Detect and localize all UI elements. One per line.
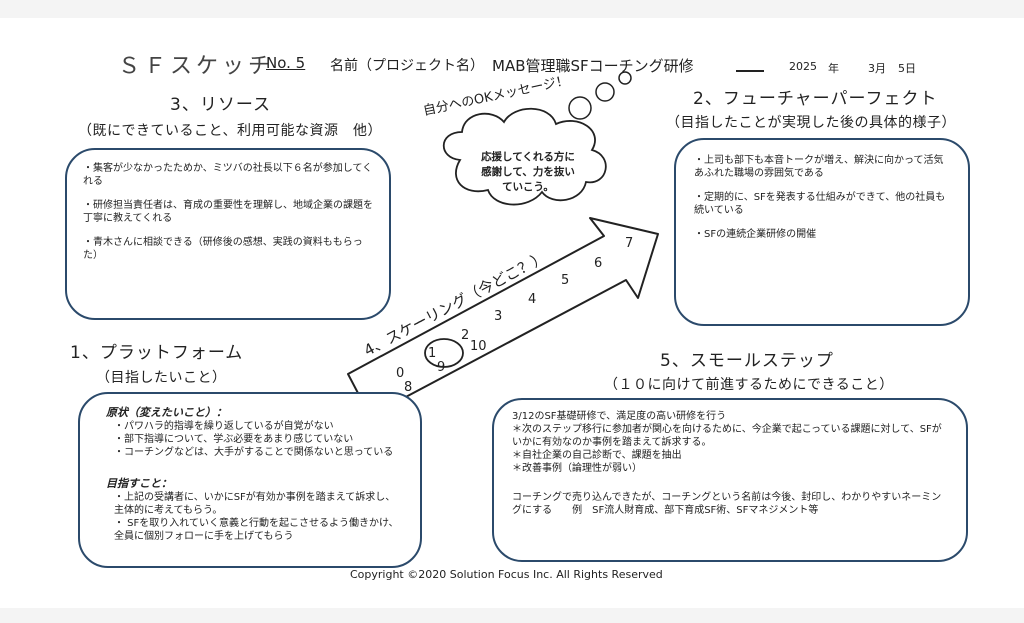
current-state-title: 原状（変えたいこと）： (106, 406, 227, 419)
resource-item: ・青木さんに相談できる（研修後の感想、実践の資料ももらった） (83, 237, 363, 261)
date-year-unit: 年 (828, 62, 839, 75)
future-heading: 2、フューチャーパーフェクト (693, 89, 938, 109)
resource-item: ・集客が少なかったためか、ミツバの社長以下６名が参加してくれる (83, 163, 373, 187)
platform-subheading: （目指したいこと） (96, 370, 227, 386)
scale-6: 6 (594, 256, 603, 271)
current-state-item: ・コーチングなどは、大手がすることで関係ないと思っている (114, 447, 394, 458)
resource-item: ・研修担当責任者は、育成の重要性を理解し、地域企業の課題を丁寧に教えてくれる (83, 200, 373, 224)
scale-10: 10 (470, 339, 487, 354)
small-step-closing: コーチングで売り込んできたが、コーチングという名前は今後、封印し、わかりやすいネ… (512, 492, 942, 516)
name-label: 名前（プロジェクト名） (330, 58, 484, 74)
small-step-line: ＊次のステップ移行に参加者が関心を向けるために、今企業で起こっている課題に対して… (512, 424, 942, 448)
current-state-item: ・部下指導について、学ぶ必要をあまり感じていない (114, 434, 354, 445)
small-step-line: ＊自社企業の自己診断で、課題を抽出 (512, 450, 682, 461)
goal-item: ・上記の受講者に、いかにSFが有効か事例を踏まえて訴求し、主体的に考えてもらう。 (114, 492, 396, 516)
date-day: 5日 (898, 62, 916, 75)
name-underline (736, 70, 764, 72)
scale-3: 3 (494, 309, 503, 324)
scale-2: 2 (461, 328, 470, 343)
date-year: 2025 (789, 60, 817, 73)
small-steps-subheading: （１０に向けて前進するためにできること） (604, 377, 894, 393)
platform-heading: 1、プラットフォーム (70, 343, 244, 363)
resources-subheading: （既にできていること、利用可能な資源 他） (78, 123, 382, 139)
goal-item: ・ SFを取り入れていく意義と行動を起こさせるよう働きかけ、全員に個別フォローに… (114, 518, 399, 542)
copyright: Copyright ©2020 Solution Focus Inc. All … (350, 568, 663, 581)
scale-8: 8 (404, 380, 413, 395)
future-item: ・定期的に、SFを発表する仕組みができて、他の社員も続いている (694, 192, 946, 216)
small-step-line: 3/12のSF基礎研修で、満足度の高い研修を行う (512, 411, 727, 422)
date-month: 3月 (868, 62, 886, 75)
future-item: ・SFの連続企業研修の開催 (694, 229, 817, 240)
goal-title: 目指すこと： (106, 477, 172, 490)
scale-7: 7 (625, 236, 634, 251)
scale-1: 1 (428, 346, 437, 361)
sketch-number: No. 5 (266, 54, 306, 72)
small-steps-heading: 5、スモールステップ (660, 351, 834, 371)
sheet-title: ＳＦスケッチ (118, 54, 275, 79)
platform-box: 原状（変えたいこと）： ・パワハラ的指導を繰り返しているが自覚がない ・部下指導… (78, 392, 422, 568)
current-state-item: ・パワハラ的指導を繰り返しているが自覚がない (114, 421, 334, 432)
scale-4: 4 (528, 292, 537, 307)
scale-5: 5 (561, 273, 570, 288)
ok-message-text: 応援してくれる方に感謝して、力を抜いていこう。 (481, 151, 575, 193)
scaling-arrow (347, 217, 659, 417)
future-box: ・上司も部下も本音トークが増え、解決に向かって活気あふれた職場の雰囲気である ・… (674, 138, 970, 326)
small-steps-box: 3/12のSF基礎研修で、満足度の高い研修を行う ＊次のステップ移行に参加者が関… (492, 398, 968, 562)
small-step-line: ＊改善事例（論理性が弱い） (512, 463, 642, 474)
resources-box: ・集客が少なかったためか、ミツバの社長以下６名が参加してくれる ・研修担当責任者… (65, 148, 391, 320)
ok-message-cloud (442, 71, 632, 206)
future-subheading: （目指したことが実現した後の具体的様子） (666, 115, 956, 131)
future-item: ・上司も部下も本音トークが増え、解決に向かって活気あふれた職場の雰囲気である (694, 155, 944, 179)
scale-0: 0 (396, 366, 405, 381)
project-name: MAB管理職SFコーチング研修 (492, 57, 694, 75)
resources-heading: 3、リソース (170, 95, 271, 115)
current-position-circle (424, 338, 464, 368)
